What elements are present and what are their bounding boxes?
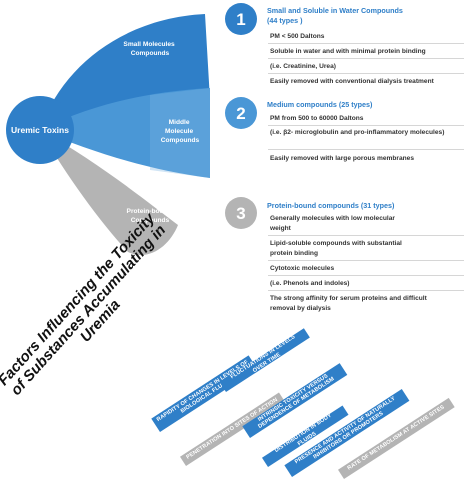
factor-bar: FLUCTUATIONS IN LEVELS OVER TIME [220,328,310,392]
category-3-bullet: The strong affinity for serum proteins a… [270,295,427,312]
divider [268,58,464,59]
uremic-toxins-diagram: Uremic Toxins Small Molecules Compounds … [6,14,210,255]
category-2-title: Medium compounds (25 types) [267,100,373,109]
category-3-bullet: Lipid-soluble compounds with substantial… [270,240,402,257]
badge-3 [225,197,257,229]
badge-2-number: 2 [236,104,245,123]
petal-label-small: Small Molecules Compounds [123,41,176,57]
divider [268,73,464,74]
category-3-title: Protein-bound compounds (31 types) [267,201,395,210]
badge-1 [225,3,257,35]
petal-middle-molecules [40,88,210,178]
badge-2 [225,97,257,129]
petal-middle-highlight [150,88,210,178]
divider [268,290,464,291]
divider [268,235,464,236]
number-badges: 1 2 3 [225,3,257,229]
category-1-title: Small and Soluble in Water Compounds [267,6,403,15]
divider [268,125,464,126]
category-3-bullet: Cytotoxic molecules [270,265,335,272]
center-label: Uremic Toxins [11,125,69,135]
category-1-bullet: Easily removed with conventional dialysi… [270,78,434,85]
divider [268,275,464,276]
category-1-subtitle: (44 types ) [267,16,303,25]
category-1-bullet: (i.e. Creatinine, Urea) [270,63,336,70]
divider [268,149,464,150]
category-1-bullet: Soluble in water and with minimal protei… [270,48,426,55]
badge-3-number: 3 [236,204,245,223]
divider [268,43,464,44]
badge-1-number: 1 [236,10,245,29]
category-2-bullet: Easily removed with large porous membran… [270,155,415,162]
category-3-bullet: (i.e. Phenols and indoles) [270,280,350,287]
category-3-bullet: Generally molecules with low molecular w… [270,215,395,232]
category-1-bullet: PM < 500 Daltons [270,33,325,40]
petal-label-protein: Protein-bound Compounds [127,208,174,224]
center-circle [6,96,74,164]
factor-bar: RATE OF METABOLISM AT ACTIVE SITES [338,397,455,479]
category-2-bullet: (i.e. β2- microglobulin and pro-inflamma… [270,129,445,136]
category-2-bullet: PM from 500 to 60000 Daltons [270,115,364,122]
divider [268,260,464,261]
petal-protein-bound [40,130,178,255]
petal-label-middle: Middle Molecule Compounds [161,119,200,144]
